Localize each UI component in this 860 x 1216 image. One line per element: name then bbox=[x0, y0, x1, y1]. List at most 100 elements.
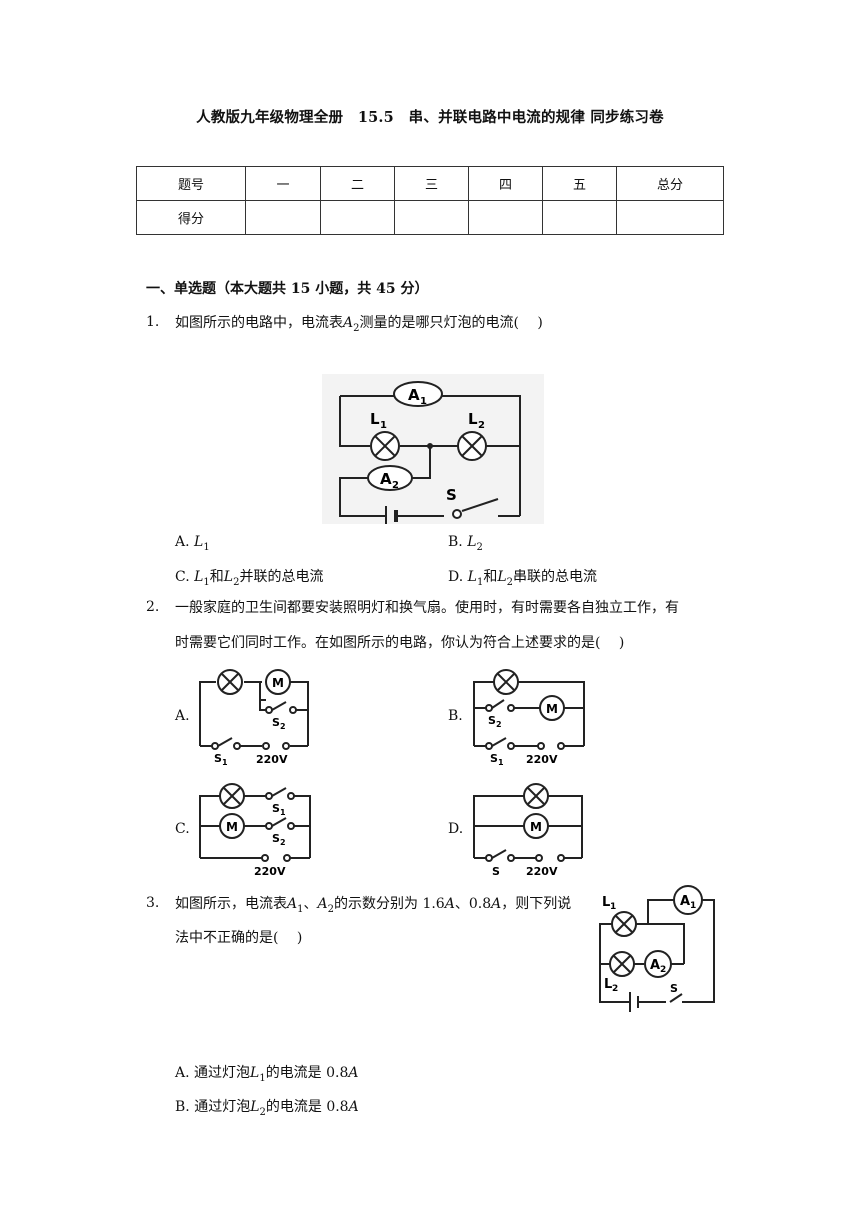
wire bbox=[548, 795, 583, 858]
terminal bbox=[261, 854, 269, 862]
q2-circuit-c: M S 1 S 2 220V bbox=[199, 783, 311, 878]
motor-label: M bbox=[546, 702, 558, 716]
question-text: 时需要它们同时工作。在如图所示的电路，你认为符合上述要求的是( ) bbox=[175, 635, 625, 651]
score-header-cell: 三 bbox=[394, 166, 469, 201]
option-a[interactable]: A. L1 bbox=[175, 534, 210, 553]
score-header-cell: 总分 bbox=[616, 166, 724, 201]
lamp-cross bbox=[221, 673, 239, 691]
switch-terminal bbox=[507, 704, 515, 712]
ammeter-icon bbox=[367, 465, 413, 491]
wire bbox=[259, 700, 266, 711]
score-cell bbox=[468, 200, 543, 235]
math-sub: 2 bbox=[327, 903, 334, 915]
switch-terminal bbox=[289, 706, 297, 714]
terminal bbox=[282, 742, 290, 750]
q2-circuit-b: M S 2 S 1 220V bbox=[473, 669, 585, 767]
terminal bbox=[535, 854, 543, 862]
score-cell bbox=[320, 200, 395, 235]
motor-icon bbox=[265, 669, 291, 695]
wire bbox=[339, 477, 386, 517]
option-text: 串联的总电流 bbox=[512, 569, 597, 585]
option-label: B. bbox=[448, 534, 463, 550]
score-table-score-row: 得分 bbox=[136, 200, 724, 235]
lamp-label: L bbox=[468, 410, 478, 428]
wire bbox=[473, 795, 524, 858]
option-text: 并联的总电流 bbox=[239, 569, 324, 585]
math-var: A bbox=[491, 896, 502, 912]
score-table-header-row: 题号 一 二 三 四 五 总分 bbox=[136, 166, 724, 201]
ammeter-label-sub: 2 bbox=[660, 965, 666, 975]
switch-label-sub: 1 bbox=[498, 758, 504, 767]
switch-label: S bbox=[446, 486, 457, 504]
wire bbox=[599, 964, 630, 1003]
option-d[interactable]: D. L1和L2串联的总电流 bbox=[448, 566, 597, 588]
math-sub: 2 bbox=[259, 1106, 266, 1118]
option-text: 通过灯泡 bbox=[194, 1099, 251, 1115]
question-text-part: ，则下列说 bbox=[501, 896, 572, 912]
q2-circuit-a: M S 2 S 1 220V bbox=[199, 669, 309, 767]
switch-terminal bbox=[452, 509, 462, 519]
ammeter-icon bbox=[644, 950, 672, 978]
motor-label: M bbox=[530, 820, 542, 834]
switch-label: S bbox=[670, 982, 678, 995]
switch-label: S bbox=[272, 802, 280, 815]
voltage-label: 220V bbox=[526, 753, 558, 766]
math-var: L bbox=[223, 569, 234, 585]
wire bbox=[647, 899, 674, 924]
wire bbox=[518, 681, 585, 746]
math-var: A bbox=[444, 896, 455, 912]
question-text-part: 、0.8 bbox=[454, 896, 492, 912]
option-c[interactable]: C. L1和L2并联的总电流 bbox=[175, 566, 323, 588]
score-row-label: 得分 bbox=[136, 200, 246, 235]
option-text: 的电流是 0.8 bbox=[265, 1065, 349, 1081]
switch-blade bbox=[461, 498, 499, 512]
wire bbox=[412, 446, 431, 479]
ammeter-label-sub: 2 bbox=[392, 480, 399, 491]
math-var: A bbox=[348, 1065, 359, 1081]
voltage-label: 220V bbox=[254, 865, 286, 878]
ammeter-label: A bbox=[680, 894, 690, 909]
switch-label: S bbox=[214, 752, 222, 765]
math-var: L bbox=[467, 534, 477, 550]
ammeter-icon bbox=[393, 381, 443, 407]
switch-label: S bbox=[272, 716, 280, 729]
motor-icon bbox=[539, 695, 565, 721]
question-text-part: 测量的是哪只灯泡的电流( ) bbox=[359, 315, 543, 331]
lamp-cross bbox=[223, 787, 241, 805]
math-var: L bbox=[250, 1065, 260, 1081]
wire bbox=[199, 795, 220, 858]
option-text: 和 bbox=[209, 569, 224, 585]
terminal bbox=[262, 742, 270, 750]
score-cell bbox=[245, 200, 321, 235]
option-a[interactable]: A. 通过灯泡L1的电流是 0.8A bbox=[175, 1062, 359, 1084]
switch-label: S bbox=[492, 865, 500, 878]
wire bbox=[442, 395, 521, 516]
switch-terminal bbox=[507, 854, 515, 862]
option-d[interactable]: D. bbox=[448, 821, 464, 837]
switch-label-sub: 2 bbox=[496, 720, 502, 729]
motor-icon bbox=[219, 813, 245, 839]
switch-label-sub: 1 bbox=[280, 808, 286, 817]
ammeter-label: A bbox=[408, 386, 420, 404]
terminal bbox=[557, 854, 565, 862]
switch-label: S bbox=[490, 752, 498, 765]
option-b[interactable]: B. bbox=[448, 708, 463, 724]
option-c[interactable]: C. bbox=[175, 821, 190, 837]
score-header-cell: 五 bbox=[542, 166, 617, 201]
page-title: 人教版九年级物理全册 15.5 串、并联电路中电流的规律 同步练习卷 bbox=[196, 109, 664, 126]
question-text: 如图所示，电流表A1、A2的示数分别为 1.6A、0.8A，则下列说 bbox=[175, 888, 571, 926]
wire bbox=[339, 396, 370, 447]
option-b[interactable]: B. L2 bbox=[448, 534, 483, 553]
math-sub: 2 bbox=[353, 322, 360, 334]
option-b[interactable]: B. 通过灯泡L2的电流是 0.8A bbox=[175, 1096, 359, 1118]
option-label: B. bbox=[175, 1099, 190, 1115]
math-var: L bbox=[497, 569, 507, 585]
wire bbox=[636, 923, 685, 964]
lamp-cross bbox=[497, 673, 515, 691]
option-a[interactable]: A. bbox=[175, 708, 190, 724]
question-text-part: 如图所示的电路中，电流表 bbox=[175, 315, 343, 331]
switch-terminal bbox=[265, 792, 273, 800]
switch-label-sub: 1 bbox=[222, 758, 228, 767]
switch-blade bbox=[217, 737, 233, 747]
ammeter-label: A bbox=[380, 470, 392, 488]
